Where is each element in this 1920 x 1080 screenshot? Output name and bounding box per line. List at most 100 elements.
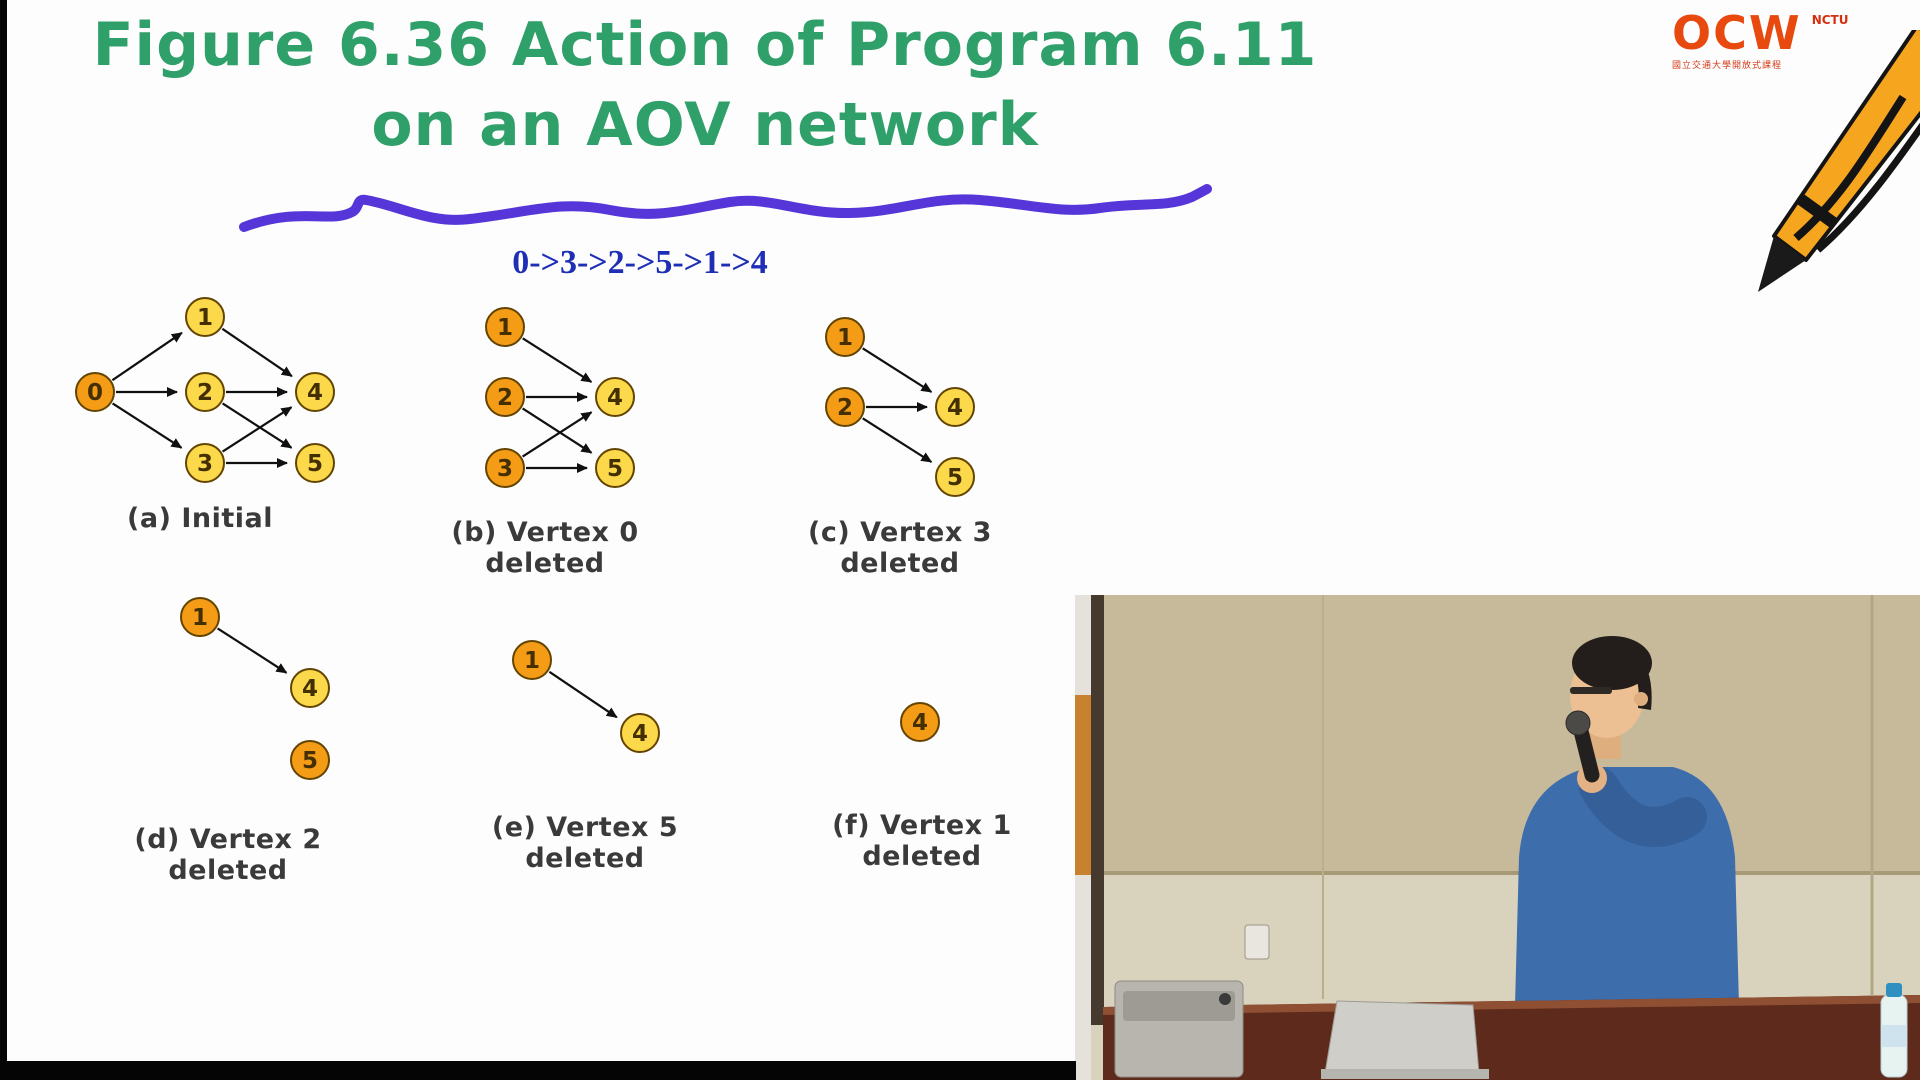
graph-a-node-5 (295, 443, 335, 483)
ocw-logo: OCW NCTU 國立交通大學開放式課程 (1672, 10, 1912, 71)
graph-a: 0 1 2 3 4 5 (75, 297, 335, 483)
graph-a-node-label-0: 0 (87, 380, 103, 406)
graph-b-node-5 (595, 448, 635, 488)
lecturer-video-inset (1075, 595, 1920, 1080)
graph-a-edge-2-5 (222, 402, 293, 449)
graph-a-edge-3-4 (222, 406, 293, 453)
graph-caption-a: (a) Initial (127, 503, 273, 534)
graph-a-node-label-1: 1 (197, 305, 213, 331)
graph-a-node-label-2: 2 (197, 380, 213, 406)
graph-c-node-2 (825, 387, 865, 427)
graph-a-node-2 (185, 372, 225, 412)
graph-b-edge-3-4 (522, 411, 593, 458)
projector-device (1114, 980, 1244, 1078)
graph-a-node-0 (75, 372, 115, 412)
graph-b-edge-1-4 (522, 337, 593, 383)
graph-e-node-label-4: 4 (632, 721, 648, 747)
graph-d-node-label-5: 5 (302, 748, 318, 774)
graph-a-node-3 (185, 443, 225, 483)
topological-order: 0->3->2->5->1->4 (512, 244, 768, 281)
graph-d-node-1 (180, 597, 220, 637)
graph-a-node-1 (185, 297, 225, 337)
bottle-label (1881, 1025, 1907, 1047)
graph-d-edge-1-4 (217, 627, 288, 674)
slide-title: Figure 6.36 Action of Program 6.11 on an… (40, 6, 1370, 166)
glasses (1570, 687, 1612, 694)
graph-d: 1 4 5 (180, 597, 330, 780)
graph-a-node-label-5: 5 (307, 451, 323, 477)
graph-a-edge-1-4 (221, 327, 293, 378)
laptop (1321, 1000, 1489, 1079)
graph-d-node-label-4: 4 (302, 676, 318, 702)
graph-caption-b: (b) Vertex 0 deleted (451, 517, 639, 579)
microphone-head (1565, 710, 1591, 736)
graph-a-edge-0-1 (111, 331, 183, 382)
pen-stripe (1793, 94, 1907, 242)
graph-b-node-label-2: 2 (497, 385, 513, 411)
laptop-base (1321, 1069, 1489, 1079)
graph-b-node-label-1: 1 (497, 315, 513, 341)
pen-illustration (1758, 30, 1920, 292)
lecturer-hair (1572, 636, 1652, 690)
graph-b: 1 2 3 4 5 (485, 307, 635, 488)
graph-b-node-label-4: 4 (607, 385, 623, 411)
orange-panel (1075, 695, 1091, 875)
graph-d-node-5 (290, 740, 330, 780)
graph-c-node-label-5: 5 (947, 465, 963, 491)
graph-c-edge-1-4 (862, 347, 933, 393)
pen-band (1795, 193, 1839, 229)
graph-d-node-4 (290, 668, 330, 708)
pen-nib (1758, 236, 1806, 292)
slide-title-line2: on an AOV network (371, 89, 1039, 160)
microphone (1573, 723, 1600, 783)
ocw-logo-caption: 國立交通大學開放式課程 (1672, 61, 1783, 71)
slide-title-line1: Figure 6.36 Action of Program 6.11 (92, 10, 1318, 80)
podium (1103, 995, 1920, 1080)
graph-f: 4 (900, 702, 940, 742)
lecturer-ear (1634, 692, 1648, 706)
graph-e: 14 (512, 640, 660, 753)
graph-c-node-1 (825, 317, 865, 357)
graph-caption-e: (e) Vertex 5 deleted (491, 812, 679, 874)
graph-caption-f: (f) Vertex 1 deleted (832, 810, 1012, 872)
bottle-cap (1886, 983, 1902, 997)
graph-b-node-2 (485, 377, 525, 417)
graph-d-node-label-1: 1 (192, 605, 208, 631)
graph-c-node-label-4: 4 (947, 395, 963, 421)
water-bottle (1880, 983, 1908, 1078)
podium-edge (1103, 995, 1920, 1015)
device-lens (1219, 993, 1231, 1005)
graph-e-node-4 (620, 713, 660, 753)
graph-a-node-label-4: 4 (307, 380, 323, 406)
graph-caption-c: (c) Vertex 3 deleted (808, 517, 992, 579)
graph-c-node-label-2: 2 (837, 395, 853, 421)
graph-e-node-1 (512, 640, 552, 680)
wall-outlet (1244, 924, 1270, 960)
graph-a-node-4 (295, 372, 335, 412)
graph-c-node-4 (935, 387, 975, 427)
graph-b-node-3 (485, 448, 525, 488)
graph-b-node-4 (595, 377, 635, 417)
laptop-lid (1324, 1000, 1480, 1074)
graph-a-node-label-3: 3 (197, 451, 213, 477)
ocw-logo-badge: NCTU (1811, 13, 1849, 27)
graph-c-edge-2-5 (862, 417, 933, 463)
device-top (1123, 991, 1235, 1021)
graph-b-node-1 (485, 307, 525, 347)
letterbox-bottom (0, 1061, 1076, 1080)
graph-b-node-label-3: 3 (497, 456, 513, 482)
graph-f-node-4 (900, 702, 940, 742)
graph-e-edge-1-4 (548, 670, 618, 719)
lecturer-arm (1579, 767, 1707, 847)
graph-c-node-5 (935, 457, 975, 497)
graph-c: 1 2 4 5 (825, 317, 975, 497)
graph-a-edge-0-3 (112, 402, 183, 449)
graph-c-node-label-1: 1 (837, 325, 853, 351)
graph-e-node-label-1: 1 (524, 648, 540, 674)
pen-stripe (1815, 122, 1920, 253)
graph-b-node-label-5: 5 (607, 456, 623, 482)
graph-caption-d: (d) Vertex 2 deleted (134, 824, 322, 886)
ocw-logo-text: OCW (1672, 6, 1802, 60)
graph-b-edge-2-5 (522, 407, 593, 454)
